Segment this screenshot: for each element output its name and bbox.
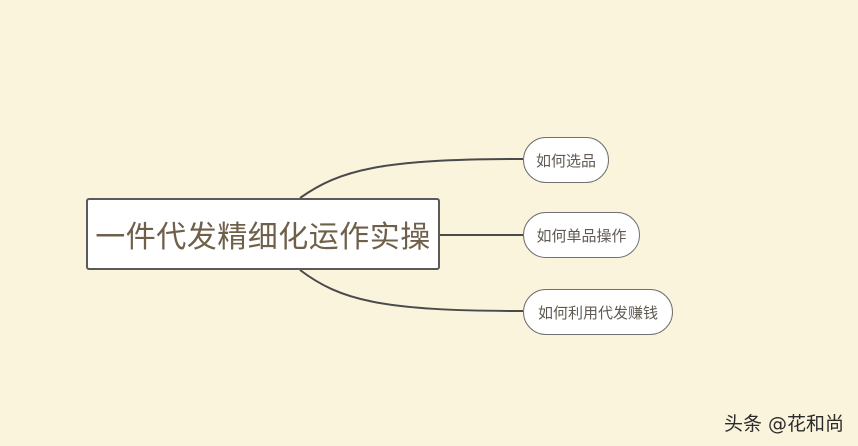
watermark-text: 头条 @花和尚: [723, 413, 844, 435]
branch-node-single-product-ops[interactable]: 如何单品操作: [523, 212, 640, 258]
branch-label: 如何单品操作: [536, 226, 627, 245]
connector-to-branch-3: [299, 269, 524, 312]
branch-node-earn-with-dropship[interactable]: 如何利用代发赚钱: [523, 289, 673, 335]
branch-node-select-products[interactable]: 如何选品: [523, 137, 609, 183]
connector-to-branch-1: [299, 158, 524, 199]
branch-label: 如何利用代发赚钱: [537, 303, 658, 322]
branch-label: 如何选品: [535, 151, 596, 170]
root-topic-label: 一件代发精细化运作实操: [95, 220, 431, 255]
root-topic-node[interactable]: 一件代发精细化运作实操: [86, 198, 440, 270]
